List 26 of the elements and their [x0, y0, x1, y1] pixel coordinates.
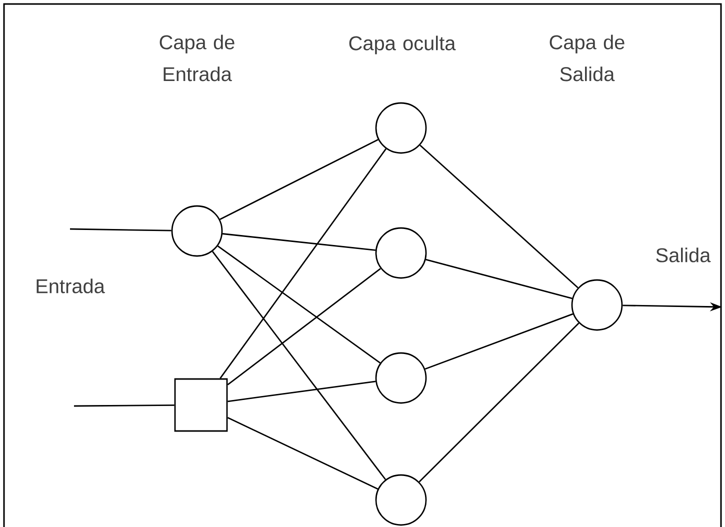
neuron-circle: [375, 102, 427, 154]
layer-label: Capa oculta: [349, 36, 456, 54]
neuron-circle: [375, 227, 427, 279]
neuron-circle: [571, 279, 623, 331]
layer-label: Entrada: [36, 278, 105, 294]
input-square: [174, 378, 228, 432]
neuron-circle: [171, 205, 223, 257]
connection-line: [418, 322, 580, 482]
neuron-circle: [375, 474, 427, 526]
connection-line: [220, 148, 387, 379]
connection-line: [227, 417, 378, 490]
connection-line: [424, 313, 574, 370]
connection-line: [212, 251, 386, 480]
layer-label: Capa de Salida: [550, 34, 624, 82]
neuron-circle: [375, 352, 427, 404]
connection-line: [220, 138, 378, 220]
connection-line: [70, 228, 172, 232]
connection-line: [420, 144, 578, 288]
connection-line: [222, 233, 376, 251]
layer-label: Capa de Entrada: [160, 34, 234, 82]
connection-line: [217, 245, 381, 364]
connection-line: [228, 380, 376, 402]
connection-line: [74, 404, 174, 407]
layer-label: Salida: [656, 248, 711, 262]
connection-line: [227, 268, 381, 386]
connection-line: [426, 258, 572, 300]
